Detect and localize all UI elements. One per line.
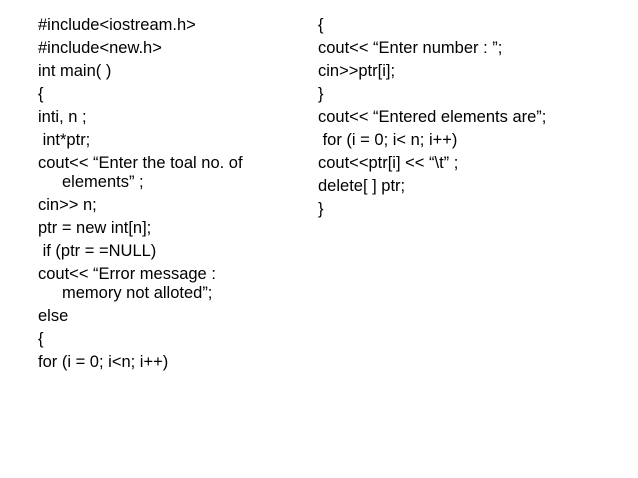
code-line: delete[ ] ptr; bbox=[318, 177, 406, 195]
code-line: int*ptr; bbox=[38, 131, 91, 149]
code-line: { bbox=[318, 16, 324, 34]
code-line: cout<< “Enter the toal no. of bbox=[38, 154, 243, 172]
code-line: } bbox=[318, 200, 324, 218]
code-line: ptr = new int[n]; bbox=[38, 219, 152, 237]
code-line: cin>> n; bbox=[38, 196, 97, 214]
code-line: { bbox=[38, 85, 44, 103]
code-line: cout<< “Error message : bbox=[38, 265, 216, 283]
code-line: for (i = 0; i<n; i++) bbox=[38, 353, 169, 371]
code-line-continuation: memory not alloted”; bbox=[62, 284, 213, 302]
code-line: int main( ) bbox=[38, 62, 112, 80]
code-column-right: { cout<< “Enter number : ”; cin>>ptr[i];… bbox=[318, 14, 618, 221]
code-line: cin>>ptr[i]; bbox=[318, 62, 396, 80]
code-line: { bbox=[38, 330, 44, 348]
code-line: for (i = 0; i< n; i++) bbox=[318, 131, 458, 149]
code-line: else bbox=[38, 307, 69, 325]
code-line: cout<< “Enter number : ”; bbox=[318, 39, 503, 57]
code-line: cout<<ptr[i] << “\t” ; bbox=[318, 154, 459, 172]
code-line: inti, n ; bbox=[38, 108, 87, 126]
code-line: } bbox=[318, 85, 324, 103]
code-line-continuation: elements” ; bbox=[62, 173, 144, 191]
code-line: #include<new.h> bbox=[38, 39, 162, 57]
code-line: #include<iostream.h> bbox=[38, 16, 196, 34]
code-line: if (ptr = =NULL) bbox=[38, 242, 157, 260]
code-column-left: #include<iostream.h> #include<new.h> int… bbox=[38, 14, 308, 374]
code-line: cout<< “Entered elements are”; bbox=[318, 108, 547, 126]
